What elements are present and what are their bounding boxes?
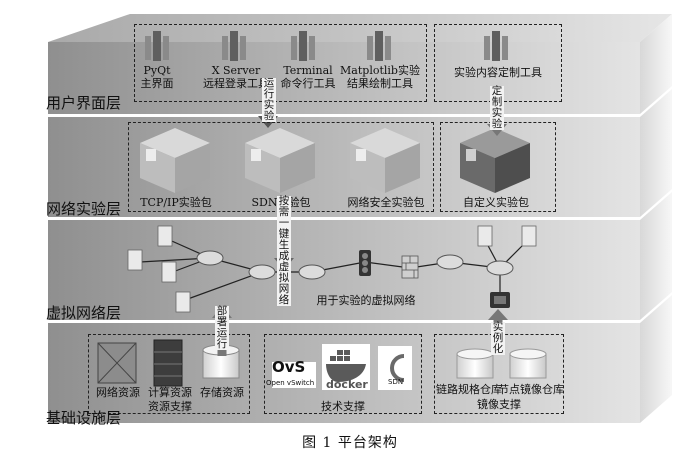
ui-layer-top [48, 14, 672, 42]
x-server-icon [222, 31, 246, 61]
link-repo-icon [456, 348, 494, 379]
ovs-text: OvS [272, 358, 306, 376]
router-icon [196, 250, 514, 280]
ui-tools-group [134, 24, 427, 102]
run-experiment-label: 运行实验 [262, 77, 276, 122]
matplotlib-label: Matplotlib实验结果绘制工具 [340, 64, 420, 90]
ui-layer-side [640, 14, 672, 114]
security-package-label: 网络安全实验包 [347, 196, 425, 209]
node-repo-icon [509, 348, 547, 379]
ovs-logo [272, 362, 316, 388]
resource-group [88, 334, 250, 414]
deploy-label: 部署运行 [215, 305, 229, 350]
tcpip-package-label: TCP/IP实验包 [140, 196, 212, 209]
infra-layer-side [640, 295, 672, 423]
layer-label-ui: 用户界面层 [46, 94, 122, 112]
security-package-icon [350, 128, 420, 193]
instantiate-label: 实例化 [491, 321, 505, 355]
custom-package-label: 自定义实验包 [463, 196, 529, 209]
tech-group [264, 334, 422, 414]
tech-support-label: 技术支撑 [321, 400, 365, 413]
net-layer-side [640, 89, 672, 217]
layer-label-net: 网络实验层 [46, 200, 122, 218]
sdn-text: SDN [388, 378, 404, 386]
ovs-subtext: Open vSwitch [266, 379, 315, 387]
custom-package-icon [460, 128, 530, 193]
virt-layer-side [640, 192, 672, 320]
instance-icon [490, 292, 510, 308]
link-repo-label: 链路规格仓库 [436, 383, 502, 396]
pyqt-icon [145, 31, 169, 61]
traffic-light-icon [359, 250, 371, 276]
sdn-logo [378, 346, 412, 390]
node-repo-label: 节点镜像仓库 [498, 383, 564, 396]
layer-label-infra: 基础设施层 [46, 409, 122, 427]
custom-tool-icon [484, 31, 508, 61]
network-resource-icon [97, 342, 137, 384]
terminal-icon [291, 31, 315, 61]
figure-caption: 图 1 平台架构 [302, 435, 398, 451]
firewall-icon [401, 255, 419, 279]
matplotlib-icon [367, 31, 391, 61]
server-icon [127, 225, 537, 313]
storage-resource-label: 存储资源 [200, 386, 244, 399]
mirror-support-label: 镜像支撑 [477, 398, 521, 411]
custom-tool-label: 实验内容定制工具 [454, 66, 542, 79]
generate-network-label: 按需一键生成虚拟网络 [277, 195, 291, 306]
compute-resource-label: 计算资源 [148, 386, 192, 399]
docker-logo [322, 344, 370, 390]
resource-support-label: 资源支撑 [148, 400, 192, 413]
network-resource-label: 网络资源 [96, 386, 140, 399]
docker-text: docker [326, 378, 368, 391]
virt-layer-band [48, 220, 640, 320]
tcpip-package-icon [140, 128, 210, 193]
sdn-package-icon [245, 128, 315, 193]
virtual-network-label: 用于实验的虚拟网络 [316, 294, 416, 307]
compute-resource-icon [153, 339, 183, 387]
layer-label-virt: 虚拟网络层 [46, 304, 122, 322]
customize-label: 定制实验 [490, 85, 504, 130]
